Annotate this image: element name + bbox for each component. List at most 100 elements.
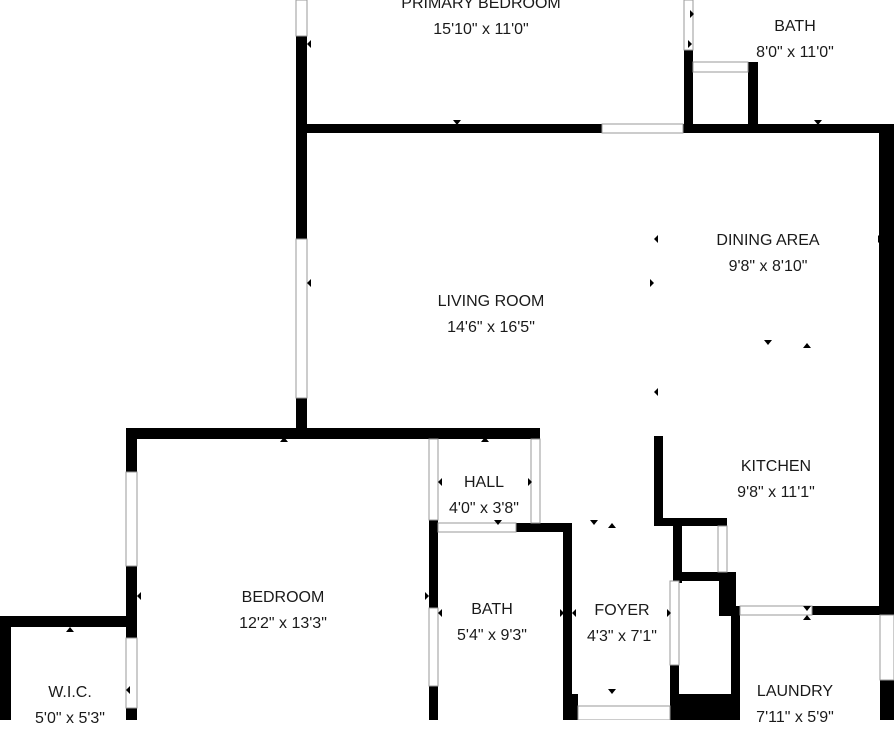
window — [125, 471, 138, 567]
wall — [879, 124, 894, 614]
wall — [296, 398, 307, 436]
marker — [307, 40, 311, 48]
wall — [684, 50, 693, 132]
wall — [670, 665, 679, 720]
marker — [126, 686, 130, 694]
marker — [137, 592, 141, 600]
marker — [608, 523, 616, 528]
opening — [879, 614, 894, 681]
opening — [601, 123, 684, 134]
marker — [425, 592, 429, 600]
room-dimensions: 12'2" x 13'3" — [239, 615, 327, 632]
room-name: BATH — [774, 18, 816, 35]
wall — [126, 428, 540, 439]
marker — [453, 120, 461, 125]
room-dining-area: DINING AREA 9'8" x 8'10" — [716, 228, 819, 280]
opening — [295, 238, 308, 399]
room-dimensions: 7'11" x 5'9" — [756, 709, 834, 726]
marker — [608, 689, 616, 694]
wall — [654, 518, 727, 526]
room-dimensions: 9'8" x 11'1" — [737, 484, 815, 501]
marker — [814, 120, 822, 125]
marker — [438, 478, 442, 486]
openings — [125, 0, 894, 720]
room-name: LIVING ROOM — [437, 293, 545, 310]
wall — [126, 616, 137, 638]
wall — [673, 518, 682, 583]
windows — [125, 0, 308, 567]
marker — [66, 627, 74, 632]
room-name: HALL — [463, 474, 505, 491]
wall — [654, 436, 663, 526]
marker — [667, 609, 671, 617]
room-dimensions: 4'0" x 3'8" — [449, 500, 519, 517]
wall — [719, 572, 736, 616]
opening — [437, 522, 517, 533]
opening — [717, 525, 728, 573]
room-name: BATH — [471, 601, 513, 618]
markers — [66, 10, 882, 694]
marker — [572, 609, 576, 617]
room-laundry: LAUNDRY 7'11" x 5'9" — [756, 679, 834, 731]
wall — [296, 124, 602, 133]
opening — [739, 605, 813, 616]
room-name: LAUNDRY — [756, 683, 834, 700]
marker — [878, 235, 882, 243]
marker — [803, 615, 811, 620]
room-name: PRIMARY BEDROOM — [401, 0, 561, 12]
room-dimensions: 14'6" x 16'5" — [447, 319, 535, 336]
room-name: KITCHEN — [740, 458, 812, 475]
marker — [590, 520, 598, 525]
opening — [428, 607, 439, 687]
marker — [592, 128, 600, 133]
room-primary-bedroom: PRIMARY BEDROOM 15'10" x 11'0" — [401, 0, 560, 43]
room-dimensions: 9'8" x 8'10" — [728, 258, 808, 275]
opening — [683, 0, 694, 51]
room-foyer: FOYER 4'3" x 7'1" — [587, 598, 657, 650]
marker — [438, 609, 442, 617]
marker — [528, 478, 532, 486]
marker — [764, 128, 772, 133]
marker — [764, 340, 772, 345]
marker — [654, 388, 658, 396]
wall — [566, 694, 578, 720]
room-kitchen: KITCHEN 9'8" x 11'1" — [737, 454, 815, 506]
wall — [429, 686, 438, 720]
wall — [748, 62, 758, 132]
opening — [530, 438, 541, 524]
room-bedroom: BEDROOM 12'2" x 13'3" — [239, 585, 327, 637]
window — [295, 0, 308, 37]
wall — [731, 606, 740, 720]
marker — [280, 437, 288, 442]
marker — [690, 10, 694, 18]
marker — [688, 40, 692, 48]
marker — [654, 235, 658, 243]
wall — [563, 523, 572, 720]
marker — [481, 437, 489, 442]
room-hall: HALL 4'0" x 3'8" — [449, 470, 519, 522]
room-name: W.I.C. — [48, 684, 92, 701]
marker — [307, 279, 311, 287]
wall — [126, 566, 137, 628]
room-name: BEDROOM — [241, 589, 325, 606]
room-dimensions: 4'3" x 7'1" — [587, 628, 657, 645]
wall — [880, 680, 894, 720]
room-dimensions: 5'0" x 5'3" — [35, 710, 105, 727]
room-dimensions: 5'4" x 9'3" — [457, 627, 527, 644]
room-bath-top: BATH 8'0" x 11'0" — [756, 14, 834, 66]
marker — [494, 520, 502, 525]
marker — [560, 609, 564, 617]
room-wic: W.I.C. 5'0" x 5'3" — [35, 680, 105, 732]
wall — [126, 708, 137, 720]
wall — [670, 694, 740, 720]
opening — [577, 705, 671, 720]
wall — [0, 616, 11, 720]
room-name: DINING AREA — [716, 232, 820, 249]
wall — [126, 428, 137, 472]
room-dimensions: 8'0" x 11'0" — [756, 44, 834, 61]
room-living-room: LIVING ROOM 14'6" x 16'5" — [438, 289, 545, 341]
wall — [429, 520, 438, 608]
marker — [650, 279, 654, 287]
wall — [296, 36, 307, 239]
